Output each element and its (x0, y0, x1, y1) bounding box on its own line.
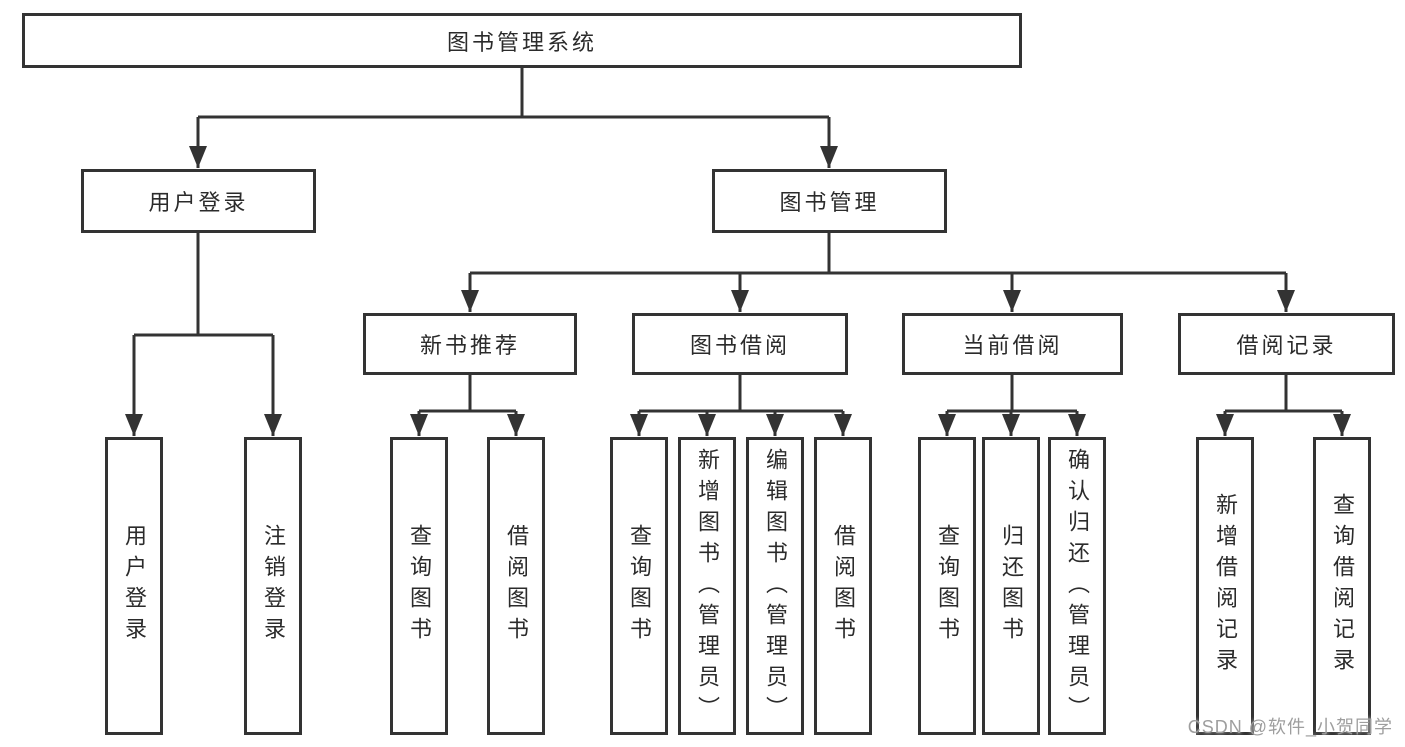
node-book-management-system: 图书管理系统 (22, 13, 1022, 68)
connector-recommend-bus (419, 375, 516, 413)
connector-current-bus (947, 375, 1077, 413)
leaf-borrow-books-2: 借阅图书 (814, 437, 872, 735)
node-borrowing-records: 借阅记录 (1178, 313, 1395, 375)
leaf-query-books-1: 查询图书 (390, 437, 448, 735)
leaf-query-borrow-record: 查询借阅记录 (1313, 437, 1371, 735)
leaf-add-borrow-record: 新增借阅记录 (1196, 437, 1254, 735)
connector-user-login-bus (134, 233, 273, 337)
leaf-confirm-return-admin: 确认归还（管理员） (1048, 437, 1106, 735)
leaf-add-books-admin: 新增图书（管理员） (678, 437, 736, 735)
csdn-watermark: CSDN @软件_小贺同学 (1187, 717, 1393, 737)
connector-records-bus (1225, 375, 1342, 413)
connector-book-mgmt-bus (470, 233, 1286, 275)
node-current-borrowing: 当前借阅 (902, 313, 1123, 375)
leaf-edit-books-admin: 编辑图书（管理员） (746, 437, 804, 735)
leaf-borrow-books-1: 借阅图书 (487, 437, 545, 735)
connector-root-bus (198, 68, 829, 119)
node-user-login: 用户登录 (81, 169, 316, 233)
leaf-user-login: 用户登录 (105, 437, 163, 735)
leaf-return-books: 归还图书 (982, 437, 1040, 735)
leaf-query-books-3: 查询图书 (918, 437, 976, 735)
leaf-logout: 注销登录 (244, 437, 302, 735)
node-book-management: 图书管理 (712, 169, 947, 233)
leaf-query-books-2: 查询图书 (610, 437, 668, 735)
connector-borrowing-bus (639, 375, 843, 413)
node-book-borrowing: 图书借阅 (632, 313, 848, 375)
node-new-book-recommend: 新书推荐 (363, 313, 577, 375)
